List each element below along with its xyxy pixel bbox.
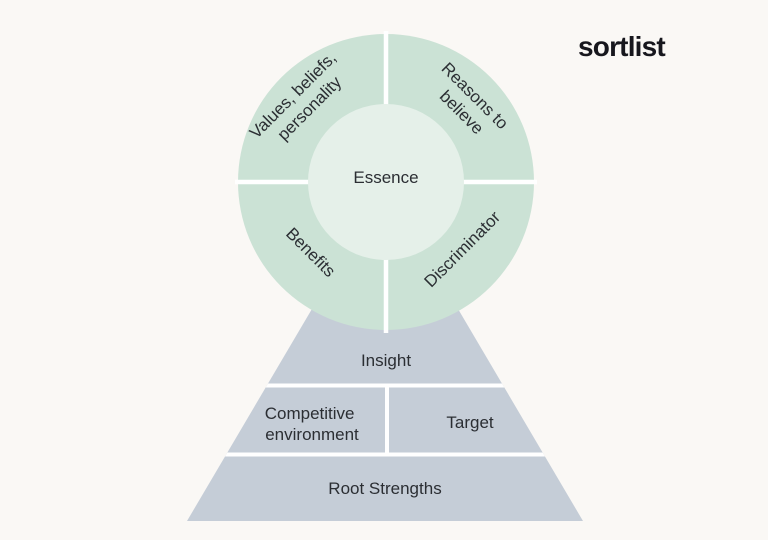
pyramid-label-insight: Insight: [361, 351, 411, 370]
donut: Values, beliefs, personality Reasons to …: [235, 31, 537, 333]
pyramid: Insight Competitive environment Target R…: [187, 185, 583, 521]
pyramid-label-competitive-line1: Competitive: [265, 404, 355, 423]
donut-center-label-essence: Essence: [353, 168, 418, 187]
pyramid-label-competitive-environment: Competitive environment: [265, 404, 360, 444]
pyramid-shape: [187, 185, 583, 521]
donut-center: [308, 104, 464, 260]
pyramid-label-competitive-line2: environment: [265, 425, 359, 444]
sortlist-logo: sortlist: [578, 31, 666, 62]
pyramid-label-root-strengths: Root Strengths: [328, 479, 441, 498]
pyramid-label-target: Target: [446, 413, 494, 432]
